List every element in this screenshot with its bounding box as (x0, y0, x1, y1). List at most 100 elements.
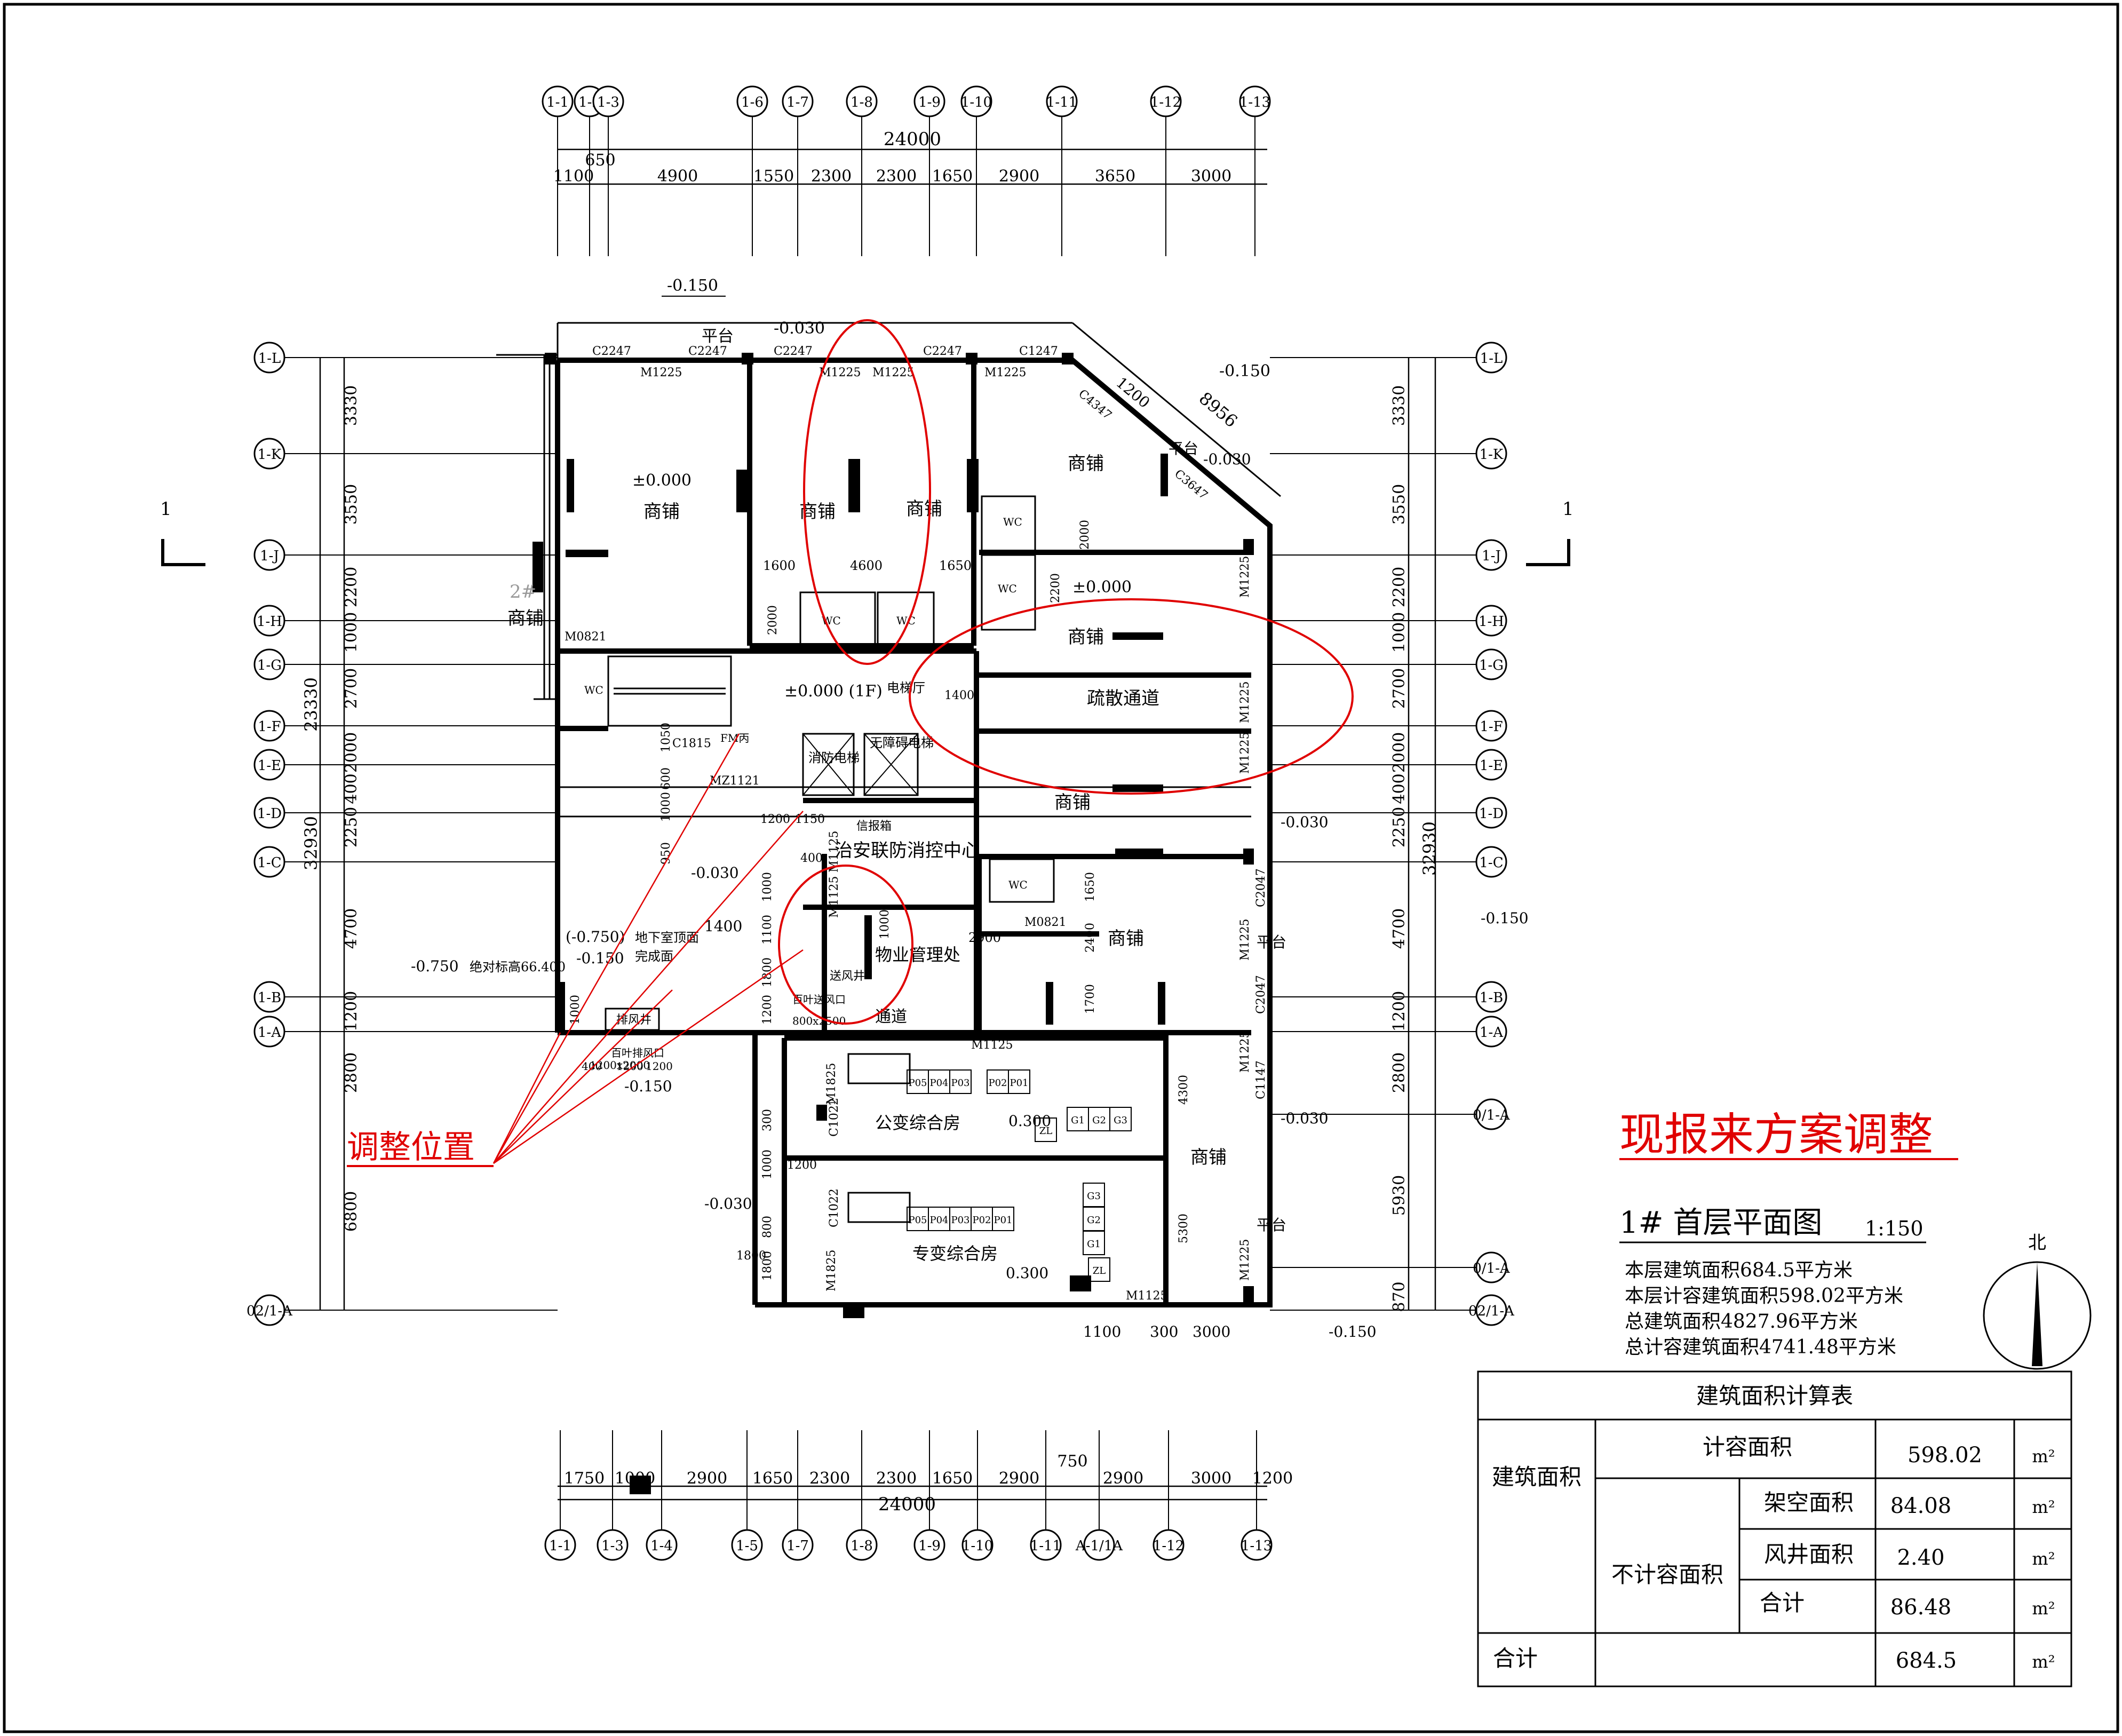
table-total-value: 684.5 (1896, 1648, 1957, 1673)
axis-label: 1-13 (1239, 94, 1270, 110)
area-note: 总建筑面积4827.96平方米 (1625, 1311, 1858, 1333)
right-seg: 400 (1390, 773, 1409, 804)
equipment-panel: G3 (1109, 1107, 1132, 1131)
right-row-axis-bubble: 1-F (1270, 710, 1507, 742)
right-seg: 1000 (1390, 612, 1409, 653)
equipment-panel: ZL (1088, 1257, 1110, 1282)
right-row-axis-bubble: 0/1-A (1270, 1098, 1511, 1130)
table-r4-label: 合计 (1760, 1590, 1805, 1616)
table-r1-label: 计容面积 (1703, 1434, 1792, 1460)
top-axis-bubble: 1-10 (960, 85, 992, 256)
door-tag: M1225 (1238, 681, 1252, 723)
elev-j: 0.300 (1006, 1264, 1048, 1282)
top-seg: 2300 (811, 167, 852, 186)
dim-note: 1200 (760, 813, 790, 826)
left-seg: 1000 (342, 612, 361, 653)
revision-notice: 现报来方案调整 (1619, 1108, 1933, 1161)
axis-label: 1-12 (1153, 1538, 1184, 1554)
axis-label: 1-H (257, 614, 282, 630)
table-r2-value: 84.08 (1890, 1494, 1952, 1518)
adjust-ellipse-evac (909, 598, 1354, 795)
table-r2-label: 架空面积 (1764, 1489, 1854, 1516)
window-tag: C1147 (1254, 1060, 1268, 1099)
equipment-panel: G3 (1083, 1183, 1105, 1207)
dim-note: 1600 (763, 558, 796, 573)
panel-label: P02 (988, 1077, 1007, 1089)
wc-label: WC (998, 582, 1017, 595)
bottom-seg: 1650 (752, 1469, 793, 1488)
dim-note: 1200 (646, 1060, 673, 1073)
left-seg: 400 (342, 773, 361, 804)
platform-label: 平台 (702, 327, 734, 346)
equipment-panel: P01 (992, 1207, 1014, 1231)
room-corridor: 通道 (875, 1008, 907, 1026)
left-row-axis-bubble: 1-B (253, 981, 558, 1013)
top-seg: 3650 (1095, 167, 1135, 186)
axis-label: 1-F (1480, 719, 1503, 735)
top-axis-bubble: 1-9 (913, 85, 945, 256)
right-row-axis-bubble: 1-K (1270, 438, 1507, 470)
drawing-scale: 1:150 (1865, 1217, 1924, 1240)
table-unit: m² (2032, 1446, 2055, 1467)
right-seg: 1200 (1390, 991, 1409, 1032)
door-tag: M1225 (1238, 918, 1252, 961)
left-seg: 2700 (342, 668, 361, 709)
room-shop-4: 商铺 (1068, 453, 1104, 474)
right-seg: 2000 (1390, 732, 1409, 773)
dim-note: 1650 (939, 558, 972, 573)
axis-label: 1-6 (741, 94, 764, 110)
panel-label: P05 (908, 1215, 927, 1226)
left-seg: 6800 (342, 1191, 361, 1232)
dim-note: 5300 (1177, 1214, 1190, 1243)
axis-label: 1-4 (650, 1538, 673, 1554)
elev-h: 地下室顶面 (635, 930, 699, 945)
axis-label: 0/1-A (1473, 1261, 1511, 1277)
elev-c: ±0.000 (632, 471, 692, 490)
panel-label: P02 (972, 1215, 991, 1226)
table-unit: m² (2032, 1598, 2055, 1619)
axis-label: 1-12 (1150, 94, 1181, 110)
door-tag: M1225 (1238, 1030, 1252, 1073)
wc-label: WC (1008, 878, 1028, 891)
left-total-b: 32930 (301, 816, 321, 870)
dim-note: 2000 (1078, 520, 1092, 550)
dim-note: 1200 (787, 1159, 817, 1172)
door-tag: M1125 (1126, 1289, 1168, 1303)
room-special-transformer: 专变综合房 (912, 1243, 998, 1264)
equipment-panel: G2 (1083, 1207, 1105, 1231)
bottom-seg: 2900 (687, 1469, 727, 1488)
bottom-axis-bubble: A-1/1A (1075, 1430, 1123, 1561)
dim-note: 2000 (766, 605, 780, 635)
bottom-seg: 2300 (876, 1469, 917, 1488)
area-calc-table: 建筑面积计算表 建筑面积 计容面积 598.02 不计容面积 架空面积 84.0… (1477, 1370, 2072, 1687)
room-evac-corridor: 疏散通道 (1087, 688, 1159, 709)
left-seg: 2200 (342, 567, 361, 607)
elev-l: -0.150 (576, 949, 624, 967)
left-row-axis-bubble: 1-H (253, 605, 558, 637)
panel-label: ZL (1093, 1265, 1106, 1277)
elevation-marks: -0.150 -0.030 -0.150 -0.030 ±0.000 ±0.00… (411, 276, 1529, 1341)
left-row-axis-bubble: 1-E (253, 749, 558, 781)
dim-note: 4600 (850, 558, 883, 573)
table-sub-label: 不计容面积 (1611, 1561, 1723, 1588)
elev-k: -0.030 (704, 1195, 752, 1212)
bottom-total-dim: 24000 (878, 1494, 936, 1515)
panel-label: P03 (951, 1077, 969, 1089)
table-col-main: 建筑面积 (1492, 1464, 1581, 1490)
top-seg: 3000 (1191, 167, 1231, 186)
door-tag: M1225 (1238, 732, 1252, 774)
dim-note: 2200 (1049, 573, 1062, 603)
room-shop-8: 商铺 (1190, 1147, 1227, 1168)
axis-label: 1-E (258, 758, 281, 774)
axis-label: 1-9 (918, 94, 941, 110)
dim-note: 1100 (1083, 1323, 1121, 1341)
right-seg: 5930 (1390, 1175, 1409, 1216)
dim-note: 1000 (878, 909, 892, 939)
door-tag: FM丙 (720, 732, 749, 744)
panel-label: P04 (929, 1215, 948, 1226)
dim-note: 1100 (761, 915, 774, 945)
right-seg: 4700 (1390, 908, 1409, 949)
bottom-axis-bubble: 1-7 (782, 1430, 814, 1561)
door-tag: M0821 (1024, 916, 1067, 929)
